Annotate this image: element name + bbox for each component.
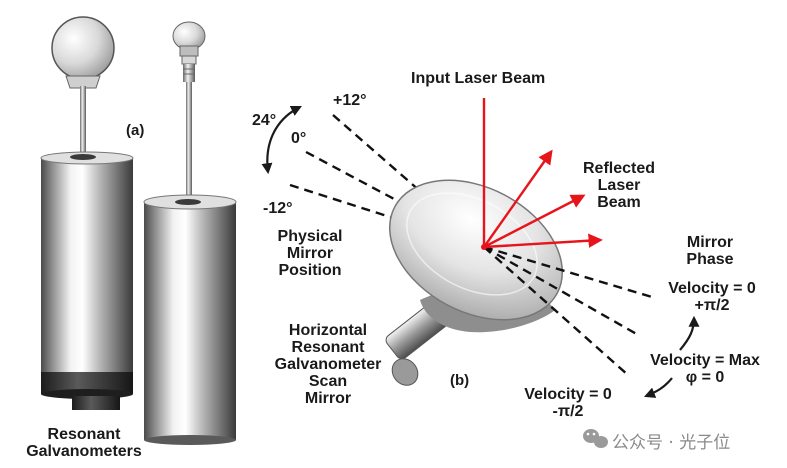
velocity-max-label: Velocity = Max φ = 0 [650, 352, 760, 386]
scan-mirror-label: Horizontal Resonant Galvanometer Scan Mi… [274, 322, 382, 407]
velocity-zero-bottom-label: Velocity = 0 -π/2 [524, 386, 612, 420]
angle-arc [261, 106, 302, 175]
scan-mirror-assembly [385, 179, 564, 386]
angle-plus-label: +12° [333, 92, 367, 109]
galvanometers-caption: Resonant Galvanometers [26, 426, 142, 460]
phase-arrow-down [643, 377, 673, 398]
panel-a-label: (a) [126, 122, 145, 139]
velocity-zero-top-label: Velocity = 0 +π/2 [668, 280, 756, 314]
panel-b-label: (b) [450, 372, 470, 389]
reflected-beam-1 [483, 149, 553, 248]
reflected-beam-3 [483, 233, 603, 249]
galvanometer-right [143, 21, 237, 445]
phase-arrow-up [679, 315, 700, 351]
laser-beams [482, 98, 603, 249]
angle-span-label: 24° [252, 112, 277, 129]
angle-minus-label: -12° [263, 200, 293, 217]
wechat-icon [583, 429, 608, 448]
galvanometer-left [40, 16, 134, 410]
reflected-beam-label: Reflected Laser Beam [582, 160, 656, 211]
beam-origin [481, 244, 487, 250]
watermark-text: 公众号 · 光子位 [612, 433, 731, 453]
phase-lines [483, 245, 653, 376]
angle-zero-label: 0° [291, 130, 307, 147]
mirror-phase-label: Mirror Phase [686, 234, 734, 268]
reflected-beam-2 [483, 194, 586, 249]
input-beam-label: Input Laser Beam [411, 70, 546, 87]
physical-mirror-position-label: Physical Mirror Position [277, 228, 343, 279]
